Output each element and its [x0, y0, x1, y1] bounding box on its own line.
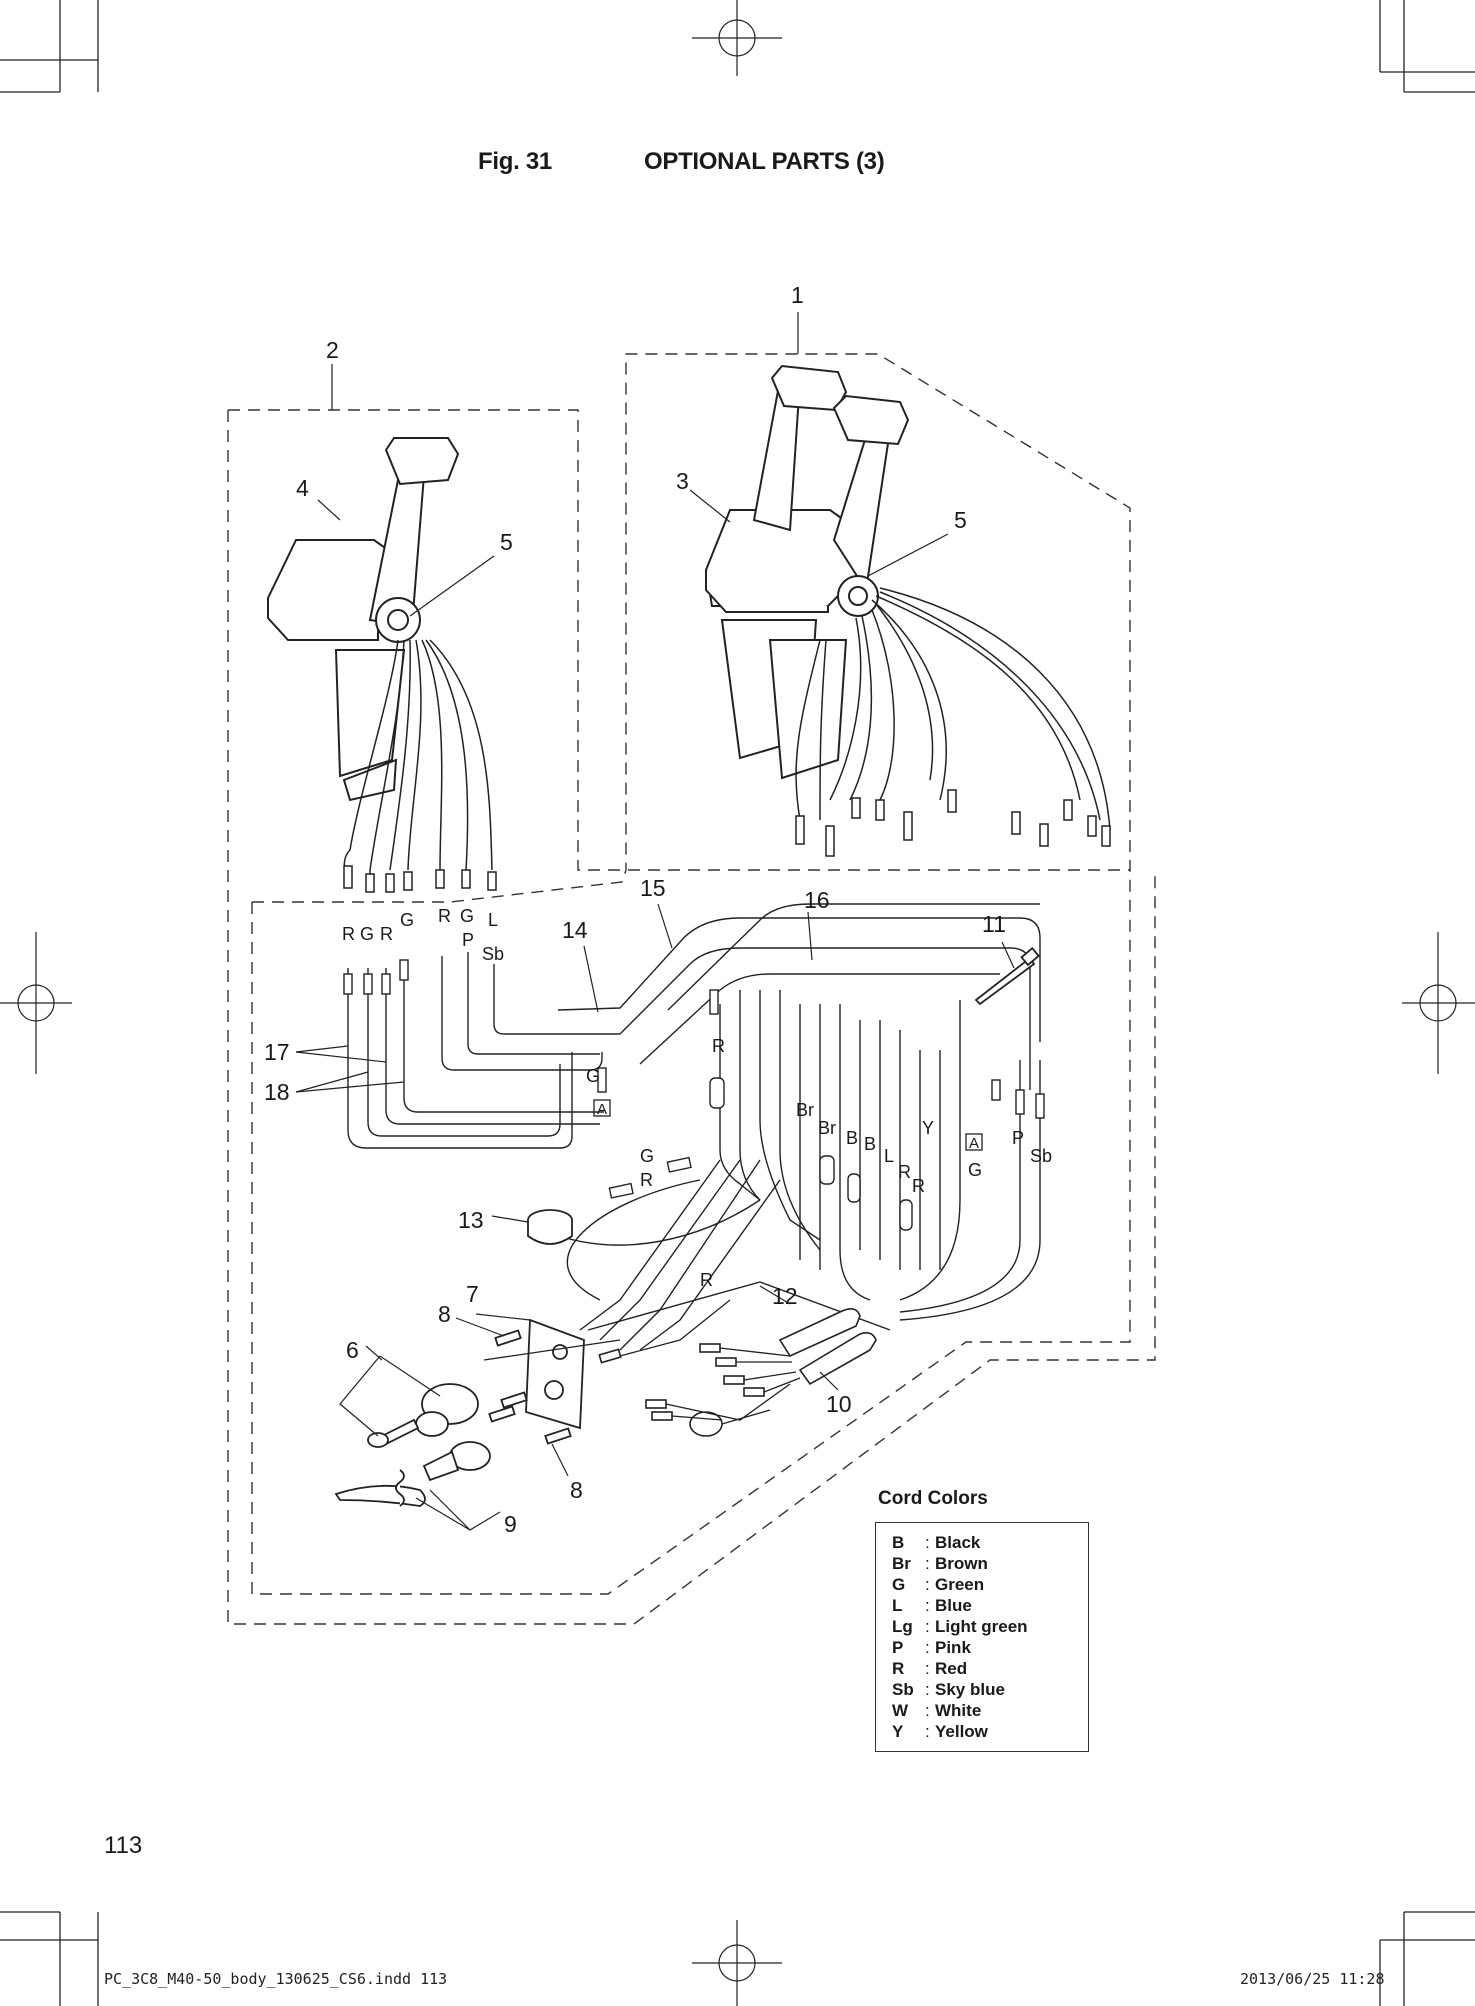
extension-harness-wires [483, 1299, 801, 1425]
cord-color-row: B:Black [892, 1533, 981, 1552]
svg-text:R: R [438, 906, 451, 926]
slug-timestamp: 2013/06/25 11:28 [1240, 1970, 1385, 1988]
cord-color-row: G:Green [892, 1575, 985, 1594]
callout-16: 16 [804, 887, 830, 913]
left-lever-terminals [343, 865, 497, 893]
svg-text:R: R [342, 924, 355, 944]
svg-text:L: L [488, 910, 498, 930]
svg-text:Y: Y [922, 1118, 934, 1138]
wire-labels: R G R G R G L P Sb G R G R R Br Br B B L… [342, 906, 1052, 1290]
svg-text:A: A [597, 1101, 607, 1118]
switch-panel-drawing [334, 1318, 585, 1507]
right-lever-terminals [795, 789, 1111, 857]
main-harness [347, 903, 1041, 1351]
single-lever-control-drawing [266, 437, 460, 802]
svg-text:Sb: Sb [482, 944, 504, 964]
svg-text:P: P [1012, 1128, 1024, 1148]
svg-text:P: P [462, 930, 474, 950]
callout-18: 18 [264, 1079, 290, 1105]
cord-color-row: Br:Brown [892, 1554, 988, 1573]
slug-filename: PC_3C8_M40-50_body_130625_CS6.indd 113 [104, 1970, 448, 1988]
callout-10: 10 [826, 1391, 852, 1417]
cord-color-row: Lg:Light green [892, 1617, 1028, 1636]
cord-color-row: L:Blue [892, 1596, 972, 1615]
callout-1: 1 [791, 282, 804, 308]
connector-marks: A A [593, 1099, 983, 1152]
svg-text:G: G [400, 910, 414, 930]
group-outlines [227, 353, 1156, 1625]
left-lever-harness [343, 639, 493, 890]
callout-3: 3 [676, 468, 689, 494]
callout-14: 14 [562, 917, 588, 943]
callout-15: 15 [640, 875, 666, 901]
callout-13: 13 [458, 1207, 484, 1233]
svg-text:R: R [898, 1162, 911, 1182]
svg-text:B: B [846, 1128, 858, 1148]
callout-6: 6 [346, 1337, 359, 1363]
callout-numbers: 1 2 3 4 5 5 6 7 8 8 9 10 11 12 13 14 15 … [264, 282, 1006, 1537]
page-number: 113 [104, 1832, 143, 1859]
svg-text:Sb: Sb [1030, 1146, 1052, 1166]
cord-color-row: P:Pink [892, 1638, 971, 1657]
svg-text:G: G [360, 924, 374, 944]
cord-color-row: R:Red [892, 1659, 968, 1678]
callout-12: 12 [772, 1283, 798, 1309]
callout-8-upper: 8 [438, 1301, 451, 1327]
callout-2: 2 [326, 337, 339, 363]
svg-text:R: R [712, 1036, 725, 1056]
figure-title: OPTIONAL PARTS (3) [644, 148, 885, 175]
svg-text:R: R [380, 924, 393, 944]
callout-9: 9 [504, 1511, 517, 1537]
callout-5-right: 5 [954, 507, 967, 533]
svg-text:R: R [912, 1176, 925, 1196]
right-lever-harness [795, 587, 1111, 831]
svg-text:R: R [640, 1170, 653, 1190]
cord-color-row: W:White [892, 1701, 982, 1720]
callout-4: 4 [296, 475, 309, 501]
cord-colors-table: B:Black Br:Brown G:Green L:Blue Lg:Light… [875, 1522, 1089, 1752]
svg-text:A: A [969, 1135, 979, 1152]
cord-color-row: Sb:Sky blue [892, 1680, 1005, 1699]
svg-text:G: G [586, 1066, 600, 1086]
svg-text:L: L [884, 1146, 894, 1166]
callout-11: 11 [982, 911, 1006, 937]
svg-text:B: B [864, 1134, 876, 1154]
svg-text:G: G [460, 906, 474, 926]
figure-number: Fig. 31 [478, 148, 552, 175]
cord-color-row: Y:Yellow [892, 1722, 988, 1741]
callout-17: 17 [264, 1039, 290, 1065]
svg-text:Br: Br [796, 1100, 814, 1120]
harness-connectors [343, 959, 1045, 1231]
leader-lines [295, 312, 1015, 1531]
dual-lever-control-drawing [704, 364, 910, 780]
callout-7: 7 [466, 1281, 479, 1307]
buzzer-drawing [527, 1209, 573, 1245]
cable-tie-drawing [974, 946, 1040, 1006]
svg-text:G: G [640, 1146, 654, 1166]
callout-8-lower: 8 [570, 1477, 583, 1503]
callout-5-left: 5 [500, 529, 513, 555]
svg-text:G: G [968, 1160, 982, 1180]
svg-text:R: R [700, 1270, 713, 1290]
svg-text:Br: Br [818, 1118, 836, 1138]
cord-colors-title: Cord Colors [878, 1488, 988, 1509]
